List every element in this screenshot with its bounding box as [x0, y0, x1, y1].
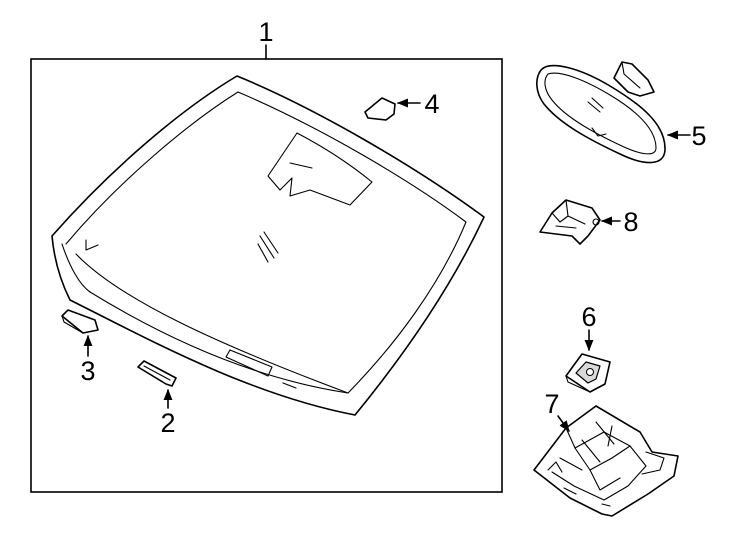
part-2-molding — [137, 360, 177, 387]
callout-2: 2 — [160, 408, 175, 438]
part-4-sensor-cover — [364, 97, 396, 121]
callout-1: 1 — [258, 17, 273, 47]
callout-8: 8 — [623, 207, 638, 237]
callout-5: 5 — [691, 121, 706, 151]
windshield-glass — [51, 75, 485, 416]
callout-3: 3 — [80, 356, 95, 386]
part-7-cover — [533, 405, 679, 517]
part-5-rear-view-mirror — [536, 61, 666, 164]
part-6-sensor — [565, 353, 611, 393]
callout-7-arrow — [557, 415, 570, 432]
part-8-bracket — [539, 199, 601, 245]
callout-4: 4 — [424, 89, 439, 119]
callout-7: 7 — [544, 389, 559, 419]
callout-6: 6 — [581, 302, 596, 332]
windshield-group-box — [30, 58, 503, 493]
part-3-clip — [61, 309, 99, 334]
